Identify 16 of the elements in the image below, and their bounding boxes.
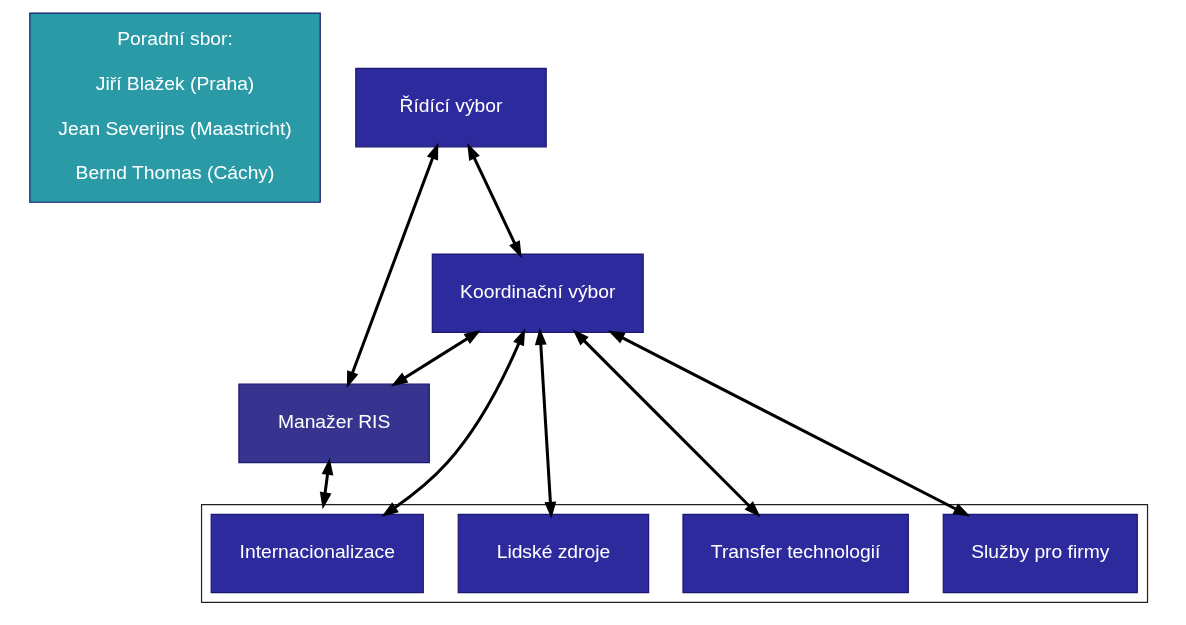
node-box: Transfer technologií <box>681 513 909 594</box>
arrow <box>346 142 438 389</box>
arrow <box>319 458 333 510</box>
node-box: Koordinační výbor <box>431 253 644 333</box>
arrow <box>534 327 556 519</box>
arrow <box>572 329 761 518</box>
node-box: Řídící výbor <box>354 67 547 148</box>
arrow <box>466 143 522 259</box>
node-box: Poradní sbor: Jiří Blažek (Praha) Jean Severijns (Maastricht) Bernd Thomas (Cáchy) <box>28 12 321 203</box>
node-box: Služby pro firmy <box>942 513 1138 594</box>
arrow <box>390 330 481 387</box>
arrow <box>607 330 970 517</box>
node-box: Lidské zdroje <box>457 513 649 594</box>
node-box: Manažer RIS <box>237 383 430 464</box>
arrow <box>381 328 525 517</box>
node-box: Internacionalizace <box>210 513 424 594</box>
